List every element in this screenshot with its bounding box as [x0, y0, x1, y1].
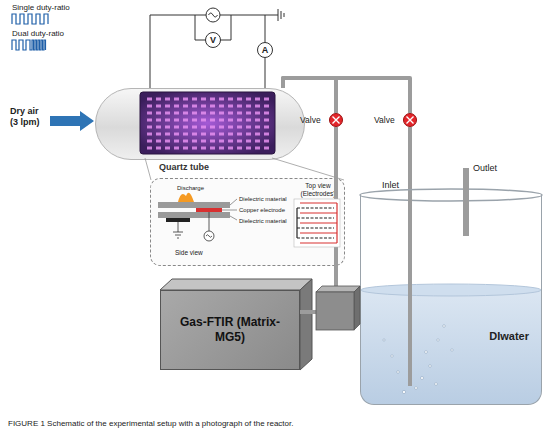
bubble — [443, 325, 446, 328]
tube-label: Quartz tube — [159, 162, 209, 172]
discharge-label: Discharge — [177, 185, 204, 192]
ftir-side-face — [300, 279, 312, 370]
air-bubbles — [383, 325, 453, 394]
ftir-analyzer: Gas-FTIR (Matrix- MG5) — [160, 290, 300, 370]
gas-pipe — [283, 78, 410, 113]
part-label: Dielectric material — [239, 196, 287, 203]
ftir-3d-faces — [160, 279, 312, 370]
port-label: Outlet — [473, 163, 497, 173]
circuit-wires — [150, 15, 278, 92]
ground-wire — [265, 15, 278, 16]
part-label: Dielectric material — [239, 218, 287, 225]
sampling-box-front — [316, 292, 354, 330]
sampling-box-top — [316, 286, 360, 292]
bubble — [397, 371, 400, 374]
circuit-wire — [150, 15, 265, 92]
valve-marks — [333, 117, 414, 124]
view-label: Top view (Electrodes) — [293, 182, 343, 197]
callout-leaders — [145, 158, 344, 180]
liquid-label: DIwater — [489, 330, 529, 342]
callout-leader — [272, 158, 344, 180]
ground-symbol — [278, 9, 284, 21]
outlet-pipe — [463, 168, 469, 236]
sampling-box — [316, 286, 360, 330]
waveform-label: Single duty-ratio — [12, 3, 70, 12]
bubble — [383, 339, 385, 341]
ground-bar — [278, 9, 279, 21]
dual-duty-waveform — [12, 40, 46, 50]
electrode-inset: DischargeDielectric materialCopper elect… — [150, 178, 345, 266]
bubble — [435, 383, 438, 386]
part-label: Copper electrode — [239, 207, 285, 214]
bubble — [415, 387, 418, 390]
beaker-parts — [360, 168, 542, 394]
ac-source-circle — [206, 8, 220, 22]
bubble — [425, 351, 428, 354]
bubble — [429, 365, 432, 368]
water-fill — [361, 290, 541, 404]
gas-flow-label: Dry air (3 lpm) — [10, 106, 44, 128]
bubble — [391, 355, 393, 357]
voltmeter-circle: V — [205, 32, 221, 48]
ac-source-tilde — [209, 13, 218, 17]
figure-caption: FIGURE 1 Schematic of the experimental s… — [8, 419, 548, 429]
bubble — [421, 377, 424, 380]
water-body — [361, 284, 541, 404]
instrument-label: Gas-FTIR (Matrix- MG5) — [180, 315, 280, 345]
gas-pipe — [300, 127, 336, 312]
water-surface — [361, 284, 541, 296]
airflow-arrow — [50, 111, 94, 131]
bubble — [451, 349, 453, 351]
valve-label: Valve — [300, 115, 321, 125]
meter-symbol: V — [206, 33, 220, 47]
gas-pipe — [408, 127, 412, 195]
callout-leader — [145, 158, 151, 180]
single-duty-waveform — [12, 14, 48, 24]
view-label: Side view — [175, 249, 203, 256]
valve: Valve — [329, 113, 343, 127]
port-label: Inlet — [382, 180, 399, 190]
gas-pipe — [283, 78, 336, 113]
quartz-tube: Quartz tube — [95, 88, 305, 160]
valve-label: Valve — [374, 115, 395, 125]
bubble — [402, 390, 405, 393]
beaker-rim — [360, 189, 542, 201]
ground-bar — [284, 13, 285, 17]
valve: Valve — [403, 113, 417, 127]
water-beaker: DIwater — [360, 195, 542, 405]
meter-symbol: A — [258, 43, 272, 57]
ground-bar — [281, 11, 282, 19]
ammeter-circle: A — [257, 42, 273, 58]
waveform-label: Dual duty-ratio — [12, 29, 64, 38]
bubble — [437, 339, 439, 341]
ftir-top-face — [160, 279, 312, 290]
inlet-pipe — [408, 195, 412, 386]
ac-source-symbol — [206, 8, 220, 22]
